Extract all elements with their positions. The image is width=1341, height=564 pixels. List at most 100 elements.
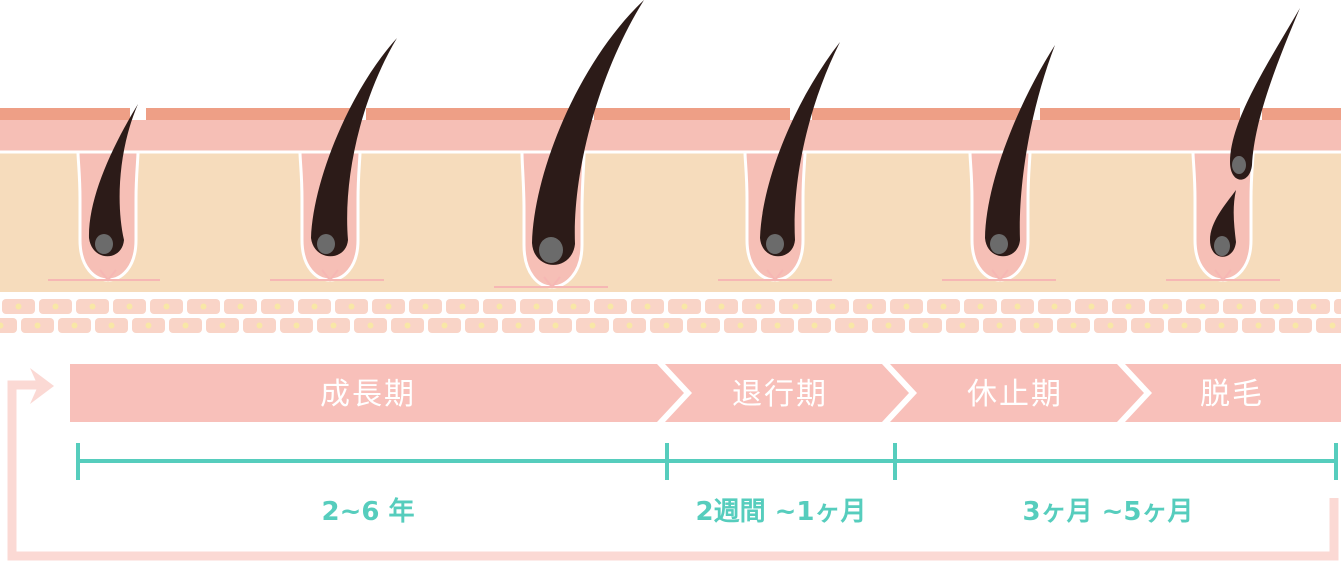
cell-nucleus	[52, 303, 59, 310]
cell-nucleus	[996, 322, 1003, 329]
cell-nucleus	[34, 322, 41, 329]
hair-growth-phase-1	[88, 104, 138, 257]
cell-nucleus	[348, 303, 355, 310]
cycle-return-arrow	[7, 380, 1339, 561]
cell-nucleus	[644, 303, 651, 310]
cell-nucleus	[1218, 322, 1225, 329]
cell-nucleus	[1292, 322, 1299, 329]
cell-nucleus	[774, 322, 781, 329]
cell-nucleus	[293, 322, 300, 329]
cell-nucleus	[0, 322, 4, 329]
cell-nucleus	[515, 322, 522, 329]
cell-nucleus	[478, 322, 485, 329]
cell-nucleus	[422, 303, 429, 310]
papilla-lines	[48, 269, 1280, 289]
cell-nucleus	[1273, 303, 1280, 310]
cell-nucleus	[89, 303, 96, 310]
cell-nucleus	[200, 303, 207, 310]
cell-nucleus	[737, 322, 744, 329]
cell-nucleus	[404, 322, 411, 329]
phase-bar: 成長期 退行期 休止期 脱毛	[7, 364, 1341, 561]
cell-nucleus	[1162, 303, 1169, 310]
skin-cross-section	[0, 0, 1341, 333]
cell-nucleus	[71, 322, 78, 329]
cell-nucleus	[1255, 322, 1262, 329]
cell-nucleus	[681, 303, 688, 310]
cell-nucleus	[607, 303, 614, 310]
cell-nucleus	[977, 303, 984, 310]
cell-nucleus	[903, 303, 910, 310]
cell-nucleus	[663, 322, 670, 329]
skin-cell	[0, 318, 17, 333]
cell-nucleus	[311, 303, 318, 310]
cell-nucleus	[237, 303, 244, 310]
cell-nucleus	[219, 322, 226, 329]
cell-nucleus	[182, 322, 189, 329]
cell-nucleus	[1107, 322, 1114, 329]
cell-nucleus	[570, 303, 577, 310]
phase-growth-shape	[70, 364, 684, 422]
epidermis-layer	[0, 120, 1341, 152]
cell-nucleus	[367, 322, 374, 329]
hair-resting-phase	[985, 45, 1055, 257]
cell-nucleus	[145, 322, 152, 329]
cell-nucleus	[589, 322, 596, 329]
phase-shedding-shape	[1125, 364, 1341, 422]
cell-nucleus	[552, 322, 559, 329]
cycle-arrow-head	[30, 368, 54, 404]
cell-nucleus	[1329, 322, 1336, 329]
epidermis-top-strip	[0, 108, 1341, 120]
cell-nucleus	[1125, 303, 1132, 310]
cell-nucleus	[1033, 322, 1040, 329]
cell-nucleus	[792, 303, 799, 310]
cell-nucleus	[1199, 303, 1206, 310]
duration-growth-label: 2~6 年	[321, 496, 414, 527]
cell-nucleus	[1236, 303, 1243, 310]
cell-nucleus	[126, 303, 133, 310]
cell-nucleus	[1144, 322, 1151, 329]
phase-growth-label: 成長期	[320, 377, 416, 412]
cell-nucleus	[1014, 303, 1021, 310]
cell-nucleus	[940, 303, 947, 310]
phase-regression-shape	[665, 364, 909, 422]
cell-nucleus	[718, 303, 725, 310]
cell-layer	[0, 299, 1341, 333]
cell-nucleus	[1070, 322, 1077, 329]
cell-nucleus	[15, 303, 22, 310]
cell-nucleus	[829, 303, 836, 310]
phase-resting-shape	[890, 364, 1144, 422]
phase-resting-label: 休止期	[967, 377, 1063, 412]
skin-cell	[1334, 299, 1341, 314]
cell-nucleus	[811, 322, 818, 329]
hair-shedding-phase	[1210, 8, 1300, 257]
hair-regression-phase	[760, 42, 840, 257]
cell-nucleus	[1088, 303, 1095, 310]
cell-nucleus	[848, 322, 855, 329]
cell-nucleus	[1181, 322, 1188, 329]
dermis-layer	[0, 152, 1341, 292]
cell-nucleus	[256, 322, 263, 329]
cell-nucleus	[755, 303, 762, 310]
hair-growth-phase-2	[311, 38, 397, 257]
duration-timeline	[76, 443, 1338, 480]
cell-nucleus	[1310, 303, 1317, 310]
cell-nucleus	[274, 303, 281, 310]
cell-nucleus	[459, 303, 466, 310]
duration-resting-label: 3ヶ月 ~5ヶ月	[1022, 497, 1193, 527]
cell-nucleus	[330, 322, 337, 329]
duration-regression-label: 2週間 ~1ヶ月	[695, 497, 866, 527]
cell-nucleus	[385, 303, 392, 310]
phase-regression-label: 退行期	[732, 377, 828, 412]
cell-nucleus	[885, 322, 892, 329]
cell-nucleus	[922, 322, 929, 329]
cell-nucleus	[626, 322, 633, 329]
cell-nucleus	[108, 322, 115, 329]
cell-nucleus	[163, 303, 170, 310]
cell-nucleus	[441, 322, 448, 329]
phase-shedding-label: 脱毛	[1200, 377, 1264, 412]
cell-nucleus	[1051, 303, 1058, 310]
cell-nucleus	[700, 322, 707, 329]
hair-growth-phase-3	[532, 0, 644, 265]
cell-nucleus	[866, 303, 873, 310]
